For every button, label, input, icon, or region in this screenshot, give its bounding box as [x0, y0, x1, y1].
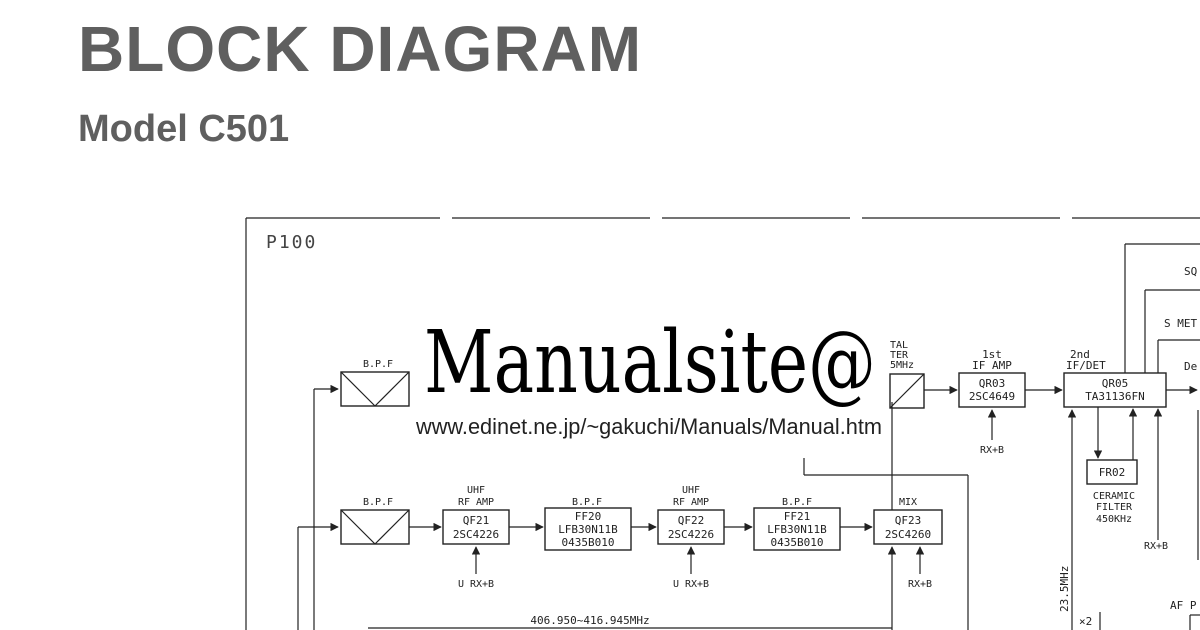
fr02-text: FILTER [1096, 502, 1133, 513]
osc-freq-label: 23.5MHz [1058, 566, 1071, 612]
crystal-filter-block: TAL TER 5MHz 01 [889, 340, 925, 409]
lo-range-label: 406.950~416.945MHz [530, 614, 649, 627]
board-outline [245, 217, 1200, 630]
watermark-url: www.edinet.ne.jp/~gakuchi/Manuals/Manual… [415, 414, 882, 439]
qr05-id: QR05 [1102, 377, 1129, 390]
qf22-title: RF AMP [673, 497, 709, 508]
qr05-block: 2nd IF/DET QR05 TA31136FN [1063, 348, 1167, 408]
qf22-block: UHF RF AMP QF22 2SC4226 [657, 485, 725, 545]
qf22-part: 2SC4226 [668, 528, 714, 541]
qf21-part: 2SC4226 [453, 528, 499, 541]
model-subtitle: Model C501 [78, 108, 290, 150]
qr05-part: TA31136FN [1085, 390, 1145, 403]
ff20-title: B.P.F [572, 497, 602, 508]
ff20-id: FF20 [575, 510, 602, 523]
detector-label: De [1184, 360, 1197, 373]
qf23-block: MIX QF23 2SC4260 [873, 497, 943, 545]
ff21-part: LFB30N11B [767, 523, 827, 536]
qr03-part: 2SC4649 [969, 390, 1015, 403]
fr02-block: FR02 CERAMIC FILTER 450KHz [1086, 459, 1138, 525]
ff20-part: LFB30N11B [558, 523, 618, 536]
crystal-filter-freq: 5MHz [890, 360, 914, 371]
ff20-code: 0435B010 [562, 536, 615, 549]
ff21-code: 0435B010 [771, 536, 824, 549]
s-meter-label: S MET [1164, 317, 1197, 330]
qf22-id: QF22 [678, 514, 705, 527]
qr05-title: IF/DET [1066, 359, 1106, 372]
af-label: AF P [1170, 599, 1197, 612]
board-label: P100 [266, 232, 317, 253]
watermark: Manualsite@ www.edinet.ne.jp/~gakuchi/Ma… [415, 283, 884, 443]
qr05-supply: RX+B [1144, 541, 1168, 552]
ff21-id: FF21 [784, 510, 811, 523]
qf21-id: QF21 [463, 514, 490, 527]
qf21-title: UHF [467, 485, 485, 496]
fr02-text: 450KHz [1096, 514, 1132, 525]
bpf-bottom-label: B.P.F [363, 497, 393, 508]
qr03-supply: RX+B [980, 445, 1004, 456]
qf23-part: 2SC4260 [885, 528, 931, 541]
ff20-block: B.P.F FF20 LFB30N11B 0435B010 [544, 497, 632, 551]
qr03-id: QR03 [979, 377, 1006, 390]
ff21-block: B.P.F FF21 LFB30N11B 0435B010 [753, 497, 841, 551]
qf21-block: UHF RF AMP QF21 2SC4226 [442, 485, 510, 545]
qf22-supply: U RX+B [673, 579, 709, 590]
qf23-title: MIX [899, 497, 917, 508]
qf21-title: RF AMP [458, 497, 494, 508]
crystal-filter-text: TER [890, 350, 909, 361]
qf23-id: QF23 [895, 514, 922, 527]
page-title: BLOCK DIAGRAM [78, 13, 643, 85]
watermark-brand: Manualsite@ [424, 313, 876, 413]
bpf-bottom-block: B.P.F [340, 497, 410, 545]
multiplier-label: ×2 [1079, 615, 1092, 628]
qr03-title: 1st [982, 348, 1002, 361]
bpf-top-block: B.P.F [340, 359, 410, 407]
qf21-supply: U RX+B [458, 579, 494, 590]
sq-label: SQ [1184, 265, 1197, 278]
fr02-id: FR02 [1099, 466, 1126, 479]
crystal-filter-text: TAL [890, 340, 908, 351]
fr02-text: CERAMIC [1093, 491, 1135, 502]
qr03-block: 1st IF AMP QR03 2SC4649 [958, 348, 1026, 408]
qf22-title: UHF [682, 485, 700, 496]
qf23-supply: RX+B [908, 579, 932, 590]
qr03-title: IF AMP [972, 359, 1012, 372]
qr05-title: 2nd [1070, 348, 1090, 361]
ff21-title: B.P.F [782, 497, 812, 508]
bpf-top-label: B.P.F [363, 359, 393, 370]
